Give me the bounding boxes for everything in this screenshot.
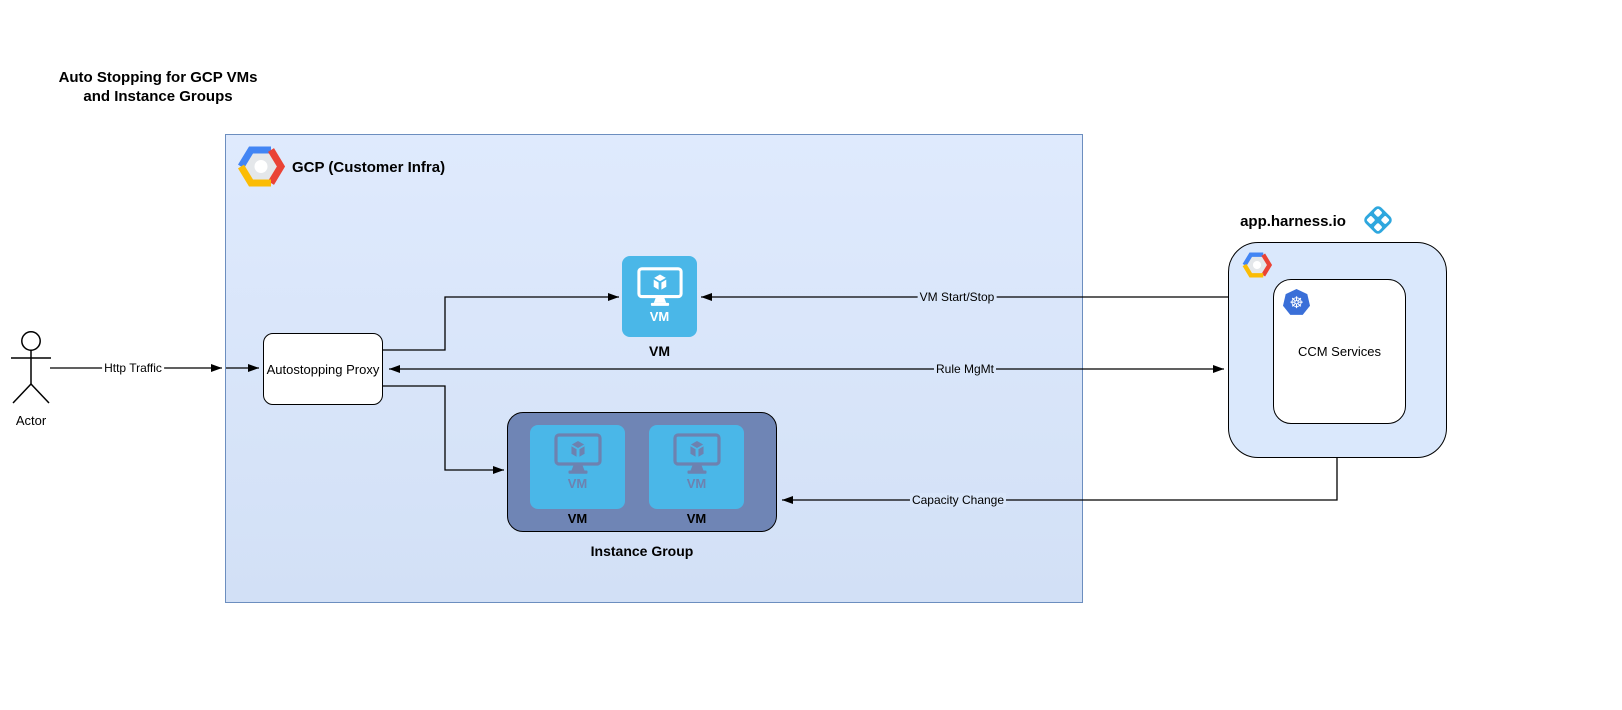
- instance-group-vm-caption: VM: [567, 511, 588, 526]
- instance-group-caption: Instance Group: [590, 543, 694, 559]
- harness-app-zone: ☸ CCM Services: [1228, 242, 1447, 458]
- gcp-logo-icon: [1242, 252, 1272, 278]
- edge-label-rule-mgmt: Rule MgMt: [933, 362, 997, 376]
- autostopping-proxy-label: Autostopping Proxy: [266, 361, 380, 377]
- harness-logo-icon: [1364, 206, 1392, 234]
- ccm-services-node: ☸ CCM Services: [1273, 279, 1406, 424]
- instance-group-vm-node: VM: [649, 425, 744, 509]
- kubernetes-icon: ☸: [1283, 289, 1310, 315]
- actor-label: Actor: [15, 413, 47, 428]
- diagram-title: Auto Stopping for GCP VMs and Instance G…: [58, 69, 258, 105]
- vm-caption: VM: [649, 343, 670, 359]
- ccm-services-label: CCM Services: [1297, 344, 1382, 359]
- instance-group-vm-caption: VM: [686, 511, 707, 526]
- gcp-logo-icon: [238, 146, 285, 187]
- actor-figure-icon: [11, 331, 51, 404]
- vm-icon-inner-label: VM: [686, 476, 707, 491]
- autostopping-proxy-node: Autostopping Proxy: [263, 333, 383, 405]
- vm-monitor-icon: [636, 267, 683, 306]
- edge-label-http-traffic: Http Traffic: [102, 361, 164, 375]
- gcp-zone-label: GCP (Customer Infra): [292, 159, 446, 176]
- instance-group-vm-node: VM: [530, 425, 625, 509]
- harness-domain-label: app.harness.io: [1240, 213, 1346, 230]
- instance-group-node: VM VM VM VM: [507, 412, 777, 532]
- vm-monitor-icon: [672, 433, 721, 474]
- vm-node: VM: [622, 256, 697, 337]
- edge-label-capacity-change: Capacity Change: [909, 493, 1007, 507]
- vm-icon-inner-label: VM: [649, 309, 670, 324]
- vm-monitor-icon: [553, 433, 602, 474]
- vm-icon-inner-label: VM: [567, 476, 588, 491]
- edge-label-vm-start-stop: VM Start/Stop: [917, 290, 997, 304]
